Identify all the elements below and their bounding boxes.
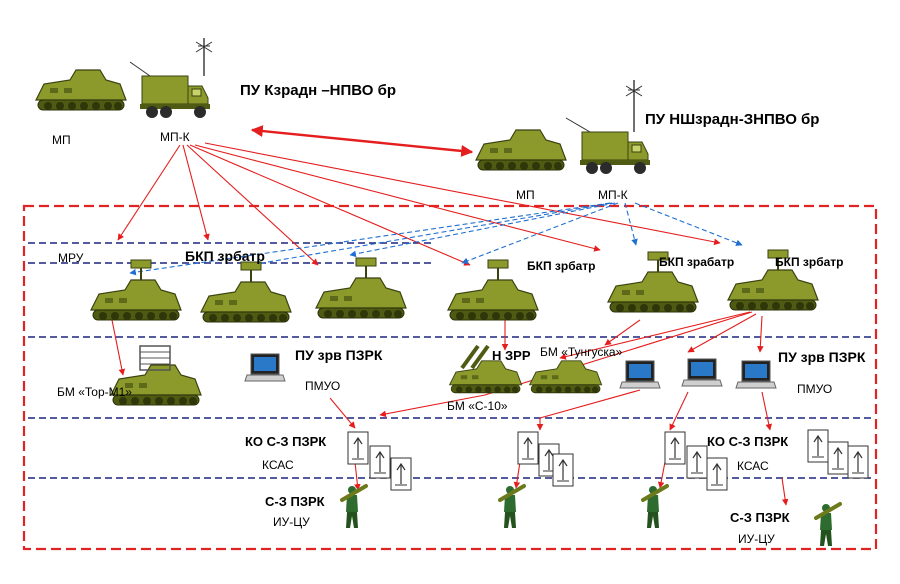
pu-zrv-pzrk-label-2: ПУ зрв ПЗРК [778, 349, 866, 365]
pmuo-label-1: ПМУО [305, 379, 340, 393]
mp-k-label-right: МП-К [598, 188, 628, 202]
command-links [111, 125, 789, 506]
mp-k-truck-top [129, 38, 213, 119]
ko-sz-pzrk-label-1: КО С-З ПЗРК [245, 434, 326, 449]
mp-vehicle-top [35, 69, 127, 111]
ksas-label-2: КСАС [737, 459, 769, 473]
tier-separators [28, 242, 872, 479]
bm-tor-vehicle [110, 345, 202, 406]
ko-sz-pzrk-label-2: КО С-З ПЗРК [707, 434, 788, 449]
ksas-label-1: КСАС [262, 458, 294, 472]
mp-label-right: МП [516, 188, 535, 202]
pmuo-label-2: ПМУО [797, 382, 832, 396]
mp-k-label-left: МП-К [160, 130, 190, 144]
nzrr-label: Н ЗРР [492, 348, 531, 363]
brigade-frame [22, 204, 878, 551]
sz-pzrk-label-2: С-З ПЗРК [730, 510, 790, 525]
pu-zrv-pzrk-label-1: ПУ зрв ПЗРК [295, 347, 383, 363]
bm-tor-label: БМ «Тор-М1» [57, 385, 132, 399]
iu-cu-label-1: ИУ-ЦУ [273, 515, 310, 529]
bkp-zrbatr-label-2: БКП зрбатр [527, 259, 596, 273]
mp-k-truck-right [565, 80, 651, 175]
bm-tunguska-label: БМ «Тунгуска» [540, 345, 623, 359]
bkp-zrabatr-label: БКП зрабатр [659, 255, 734, 269]
bm-s10-label: БМ «С-10» [447, 399, 508, 413]
bm-s10-vehicle [449, 344, 523, 394]
pu-kzradn-label: ПУ Кзрадн –НПВО бр [240, 82, 396, 99]
mp-label-left: МП [52, 133, 71, 147]
backup-links [129, 202, 743, 276]
mru-label: МРУ [58, 251, 84, 265]
sz-pzrk-label-1: С-З ПЗРК [265, 494, 325, 509]
bkp-zrbatr-label-1: БКП зрбатр [185, 248, 265, 264]
ksas-cards [347, 429, 869, 491]
iu-cu-label-2: ИУ-ЦУ [738, 532, 775, 546]
bkp-zrbatr-label-3: БКП зрбатр [775, 255, 844, 269]
mp-vehicle-right [475, 129, 567, 171]
bm-tunguska-vehicle [529, 360, 603, 394]
pu-nshzradn-label: ПУ НШзрадн-ЗНПВО бр [645, 111, 819, 128]
